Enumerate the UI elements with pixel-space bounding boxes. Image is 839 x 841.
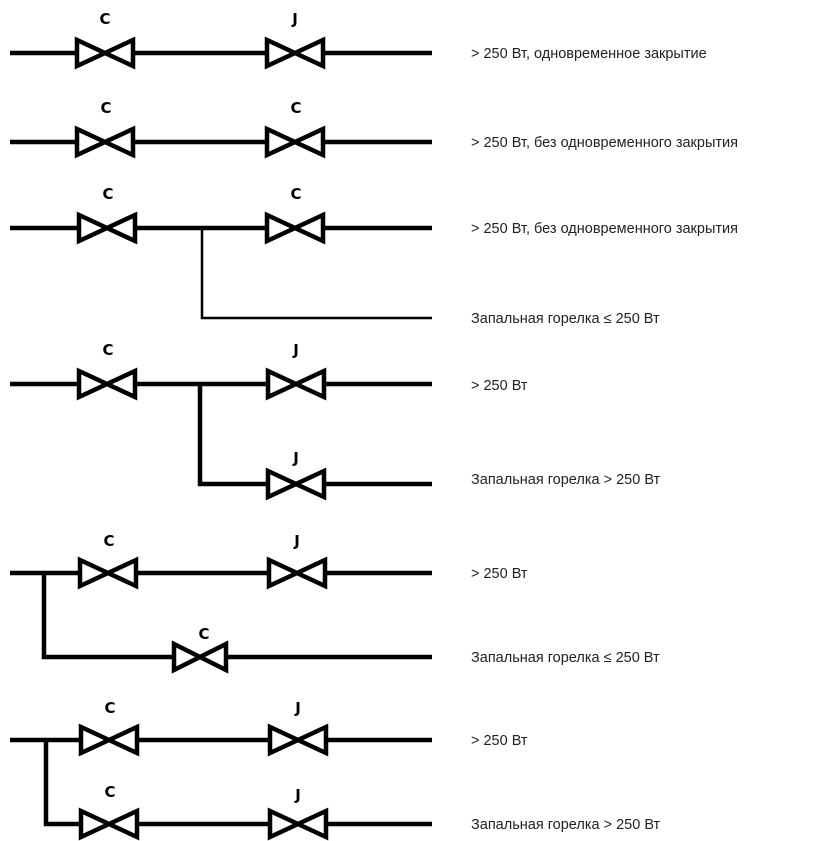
branch-pipe [43,740,432,827]
valve: J [266,532,328,590]
valve-label: J [291,10,298,28]
line-description: > 250 Вт, без одновременного закрытия [471,221,738,237]
arrangement-4: C J J > 250 Вт Запальная горелка > 250 В… [10,341,661,501]
line-description: > 250 Вт [471,378,528,394]
line-description: > 250 Вт, одновременное закрытие [471,46,707,62]
line-description: Запальная горелка ≤ 250 Вт [471,311,660,327]
line-description: Запальная горелка ≤ 250 Вт [471,650,660,666]
valve: C [77,532,139,590]
valve-label: C [102,341,113,359]
valve: J [267,786,329,841]
valve-label: J [294,786,301,804]
valve: J [265,449,327,501]
valve-label: C [104,783,115,801]
line-description: Запальная горелка > 250 Вт [471,817,661,833]
valve: C [264,185,326,245]
valve-label: J [294,699,301,717]
valve-label: C [290,185,301,203]
valve-label: C [99,10,110,28]
valve: C [76,185,138,245]
valve: C [264,99,326,159]
valve-label: C [104,699,115,717]
valve-label: C [100,99,111,117]
valve: C [78,699,140,757]
valve-label: C [198,625,209,643]
valve-label: C [103,532,114,550]
line-description: Запальная горелка > 250 Вт [471,472,661,488]
valve: J [267,699,329,757]
valve: J [265,341,327,401]
branch-pipe [200,228,432,320]
valve: C [78,783,140,841]
line-description: > 250 Вт [471,733,528,749]
arrangement-6: C J C J > 250 Вт Запальная горелка > 250… [10,699,661,841]
line-description: > 250 Вт [471,566,528,582]
valve-label: C [290,99,301,117]
branch-pipe [41,573,432,660]
arrangement-1: C J > 250 Вт, одновременное закрытие [10,10,707,70]
valve-label: J [293,532,300,550]
valve: J [264,10,326,70]
arrangement-3: C C > 250 Вт, без одновременного закрыти… [10,185,738,327]
valve: C [76,341,138,401]
line-description: > 250 Вт, без одновременного закрытия [471,135,738,151]
valve-label: J [292,341,299,359]
valve-label: C [102,185,113,203]
arrangement-2: C C > 250 Вт, без одновременного закрыти… [10,99,738,159]
branch-pipe [197,384,432,487]
valve-label: J [292,449,299,467]
valve: C [171,625,229,674]
arrangement-5: C J C > 250 Вт Запальная горелка ≤ 250 В… [10,532,660,674]
valve: C [74,99,136,159]
valve: C [74,10,136,70]
